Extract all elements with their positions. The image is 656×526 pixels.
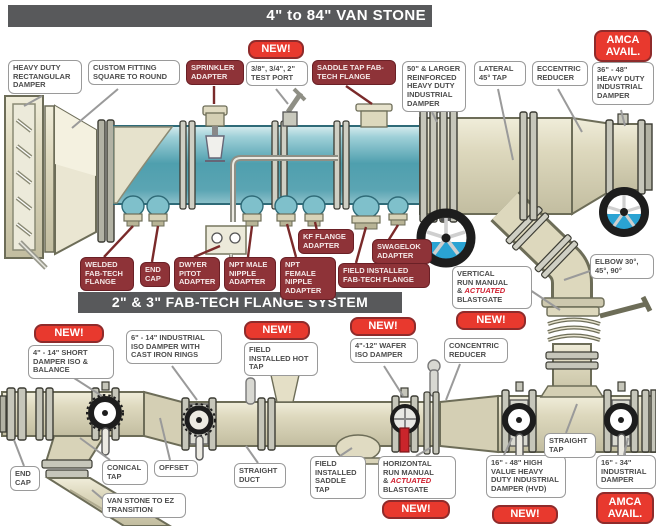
callout-industrial-damper-16-34: 16" - 34" INDUSTRIAL DAMPER [596, 455, 656, 490]
callout-van-stone-to-ez-transition: VAN STONE TO EZ TRANSITION [102, 493, 186, 519]
callout-concentric-reducer: CONCENTRIC REDUCER [444, 338, 508, 364]
callout-heavy-duty-rectangular-damper: HEAVY DUTY RECTANGULAR DAMPER [8, 60, 82, 95]
handwheel-center-icon [416, 208, 476, 268]
horizontal-run-line3: BLASTGATE [383, 485, 429, 495]
callout-straight-tap: STRAIGHT TAP [544, 433, 596, 459]
callout-test-port: 3/8", 3/4", 2" TEST PORT [246, 61, 308, 87]
vertical-run-line3: BLASTGATE [457, 295, 503, 305]
concentric-reducer-art [439, 394, 499, 454]
amca-badge-top: AMCA AVAIL. [594, 30, 652, 62]
callout-wafer-iso-damper: 4"-12" WAFER ISO DAMPER [350, 338, 418, 364]
horizontal-run-line2: RUN MANUAL [383, 467, 434, 477]
amca-badge-bottom: AMCA AVAIL. [596, 492, 654, 524]
vertical-blastgate-art [541, 295, 653, 342]
callout-horizontal-run-blastgate: HORIZONTAL RUN MANUAL & ACTUATED BLASTGA… [378, 456, 456, 499]
new-badge-vertical-run: NEW! [456, 311, 526, 330]
callout-short-damper-4-14: 4" - 14" SHORT DAMPER ISO & BALANCE [28, 345, 114, 380]
industrial-damper-art [603, 381, 639, 463]
sprinkler-art [202, 105, 228, 162]
teal-duct-art [113, 125, 425, 205]
callout-offset: OFFSET [154, 460, 198, 477]
callout-swagelok-adapter: SWAGELOK ADAPTER [372, 239, 432, 265]
vertical-run-line2: RUN MANUAL [457, 277, 508, 287]
new-badge-hot-tap: NEW! [244, 321, 310, 340]
vertical-run-line1: VERTICAL [457, 269, 495, 278]
section-title-fab-tech: 2" & 3" FAB-TECH FLANGE SYSTEM [78, 292, 402, 313]
callout-kf-flange-adapter: KF FLANGE ADAPTER [298, 229, 354, 255]
new-badge-short-damper: NEW! [34, 324, 104, 343]
callout-elbow: ELBOW 30°, 45°, 90° [590, 254, 654, 280]
van-stone-assembly [4, 87, 653, 401]
callout-hvd-damper-16-48: 16" - 48" HIGH VALUE HEAVY DUTY INDUSTRI… [486, 455, 566, 498]
callout-heavy-duty-damper-36-48: 36" - 48" HEAVY DUTY INDUSTRIAL DAMPER [592, 62, 654, 105]
offset-art [143, 390, 183, 448]
rectangular-damper-art [4, 95, 55, 270]
inner-cone-art [113, 126, 174, 204]
new-badge-horizontal-run: NEW! [382, 500, 450, 519]
transition-highlight [55, 106, 96, 176]
callout-eccentric-reducer: ECCENTRIC REDUCER [532, 61, 588, 87]
callout-lateral-45-tap: LATERAL 45° TAP [474, 61, 526, 87]
teal-flanges [179, 120, 350, 210]
callout-iso-damper-6-14: 6" - 14" INDUSTRIAL ISO DAMPER WITH CAST… [126, 330, 222, 365]
vertical-run-amp: & [457, 286, 465, 296]
leader-lines-maroon [103, 85, 400, 264]
callout-npt-male-nipple-adapter: NPT MALE NIPPLE ADAPTER [224, 257, 276, 292]
horizontal-run-line1: HORIZONTAL [383, 459, 432, 468]
callout-end-cap-bottom: END CAP [10, 466, 40, 492]
vertical-run-actuated: ACTUATED [464, 286, 506, 296]
callout-dwyer-pitot-adapter: DWYER PITOT ADAPTER [174, 257, 220, 292]
new-badge-hvd-damper: NEW! [492, 505, 558, 524]
leader-lines-gray [13, 88, 629, 501]
tee-flare-art [539, 385, 605, 398]
new-badge-test-port: NEW! [248, 40, 304, 59]
callout-field-installed-saddle-tap: FIELD INSTALLED SADDLE TAP [310, 456, 366, 499]
horizontal-blastgate-art [423, 359, 441, 455]
callout-field-installed-fab-tech-flange: FIELD INSTALLED FAB-TECH FLANGE [338, 263, 430, 289]
callout-straight-duct: STRAIGHT DUCT [234, 463, 286, 489]
callout-welded-fab-tech-flange: WELDED FAB-TECH FLANGE [80, 257, 134, 292]
callout-saddle-tap-fab-tech-flange: SADDLE TAP FAB-TECH FLANGE [312, 60, 396, 86]
reinforced-flange-stack [419, 101, 458, 223]
section-title-van-stone: 4" to 84" VAN STONE [8, 5, 432, 27]
horizontal-run-actuated: ACTUATED [390, 476, 432, 486]
wafer-damper-art [390, 387, 420, 453]
end-cap-art [6, 387, 16, 441]
iso-damper-cast-iron-art [181, 397, 217, 461]
callout-reinforced-damper-50: 50" & LARGER REINFORCED HEAVY DUTY INDUS… [402, 61, 466, 113]
hvd-damper-art [501, 381, 537, 463]
callout-vertical-run-blastgate: VERTICAL RUN MANUAL & ACTUATED BLASTGATE [452, 266, 532, 309]
callout-end-cap-top: END CAP [140, 262, 170, 288]
callout-field-installed-hot-tap: FIELD INSTALLED HOT TAP [244, 342, 318, 377]
callout-sprinkler-adapter: SPRINKLER ADAPTER [186, 60, 244, 86]
callout-custom-fitting-square-to-round: CUSTOM FITTING SQUARE TO ROUND [88, 60, 180, 86]
test-port-art [282, 87, 307, 127]
fab-tech-adapter-domes [121, 195, 409, 230]
short-damper-art [86, 381, 124, 456]
horizontal-run-amp: & [383, 476, 391, 486]
handwheel-right-icon [599, 187, 649, 237]
new-badge-wafer-damper: NEW! [350, 317, 416, 336]
saddle-tap-stub-art [355, 103, 393, 128]
callout-conical-tap: CONICAL TAP [102, 460, 148, 486]
callout-npt-female-nipple-adapter: NPT FEMALE NIPPLE ADAPTER [280, 257, 336, 300]
damper-handle-peg [245, 377, 256, 405]
